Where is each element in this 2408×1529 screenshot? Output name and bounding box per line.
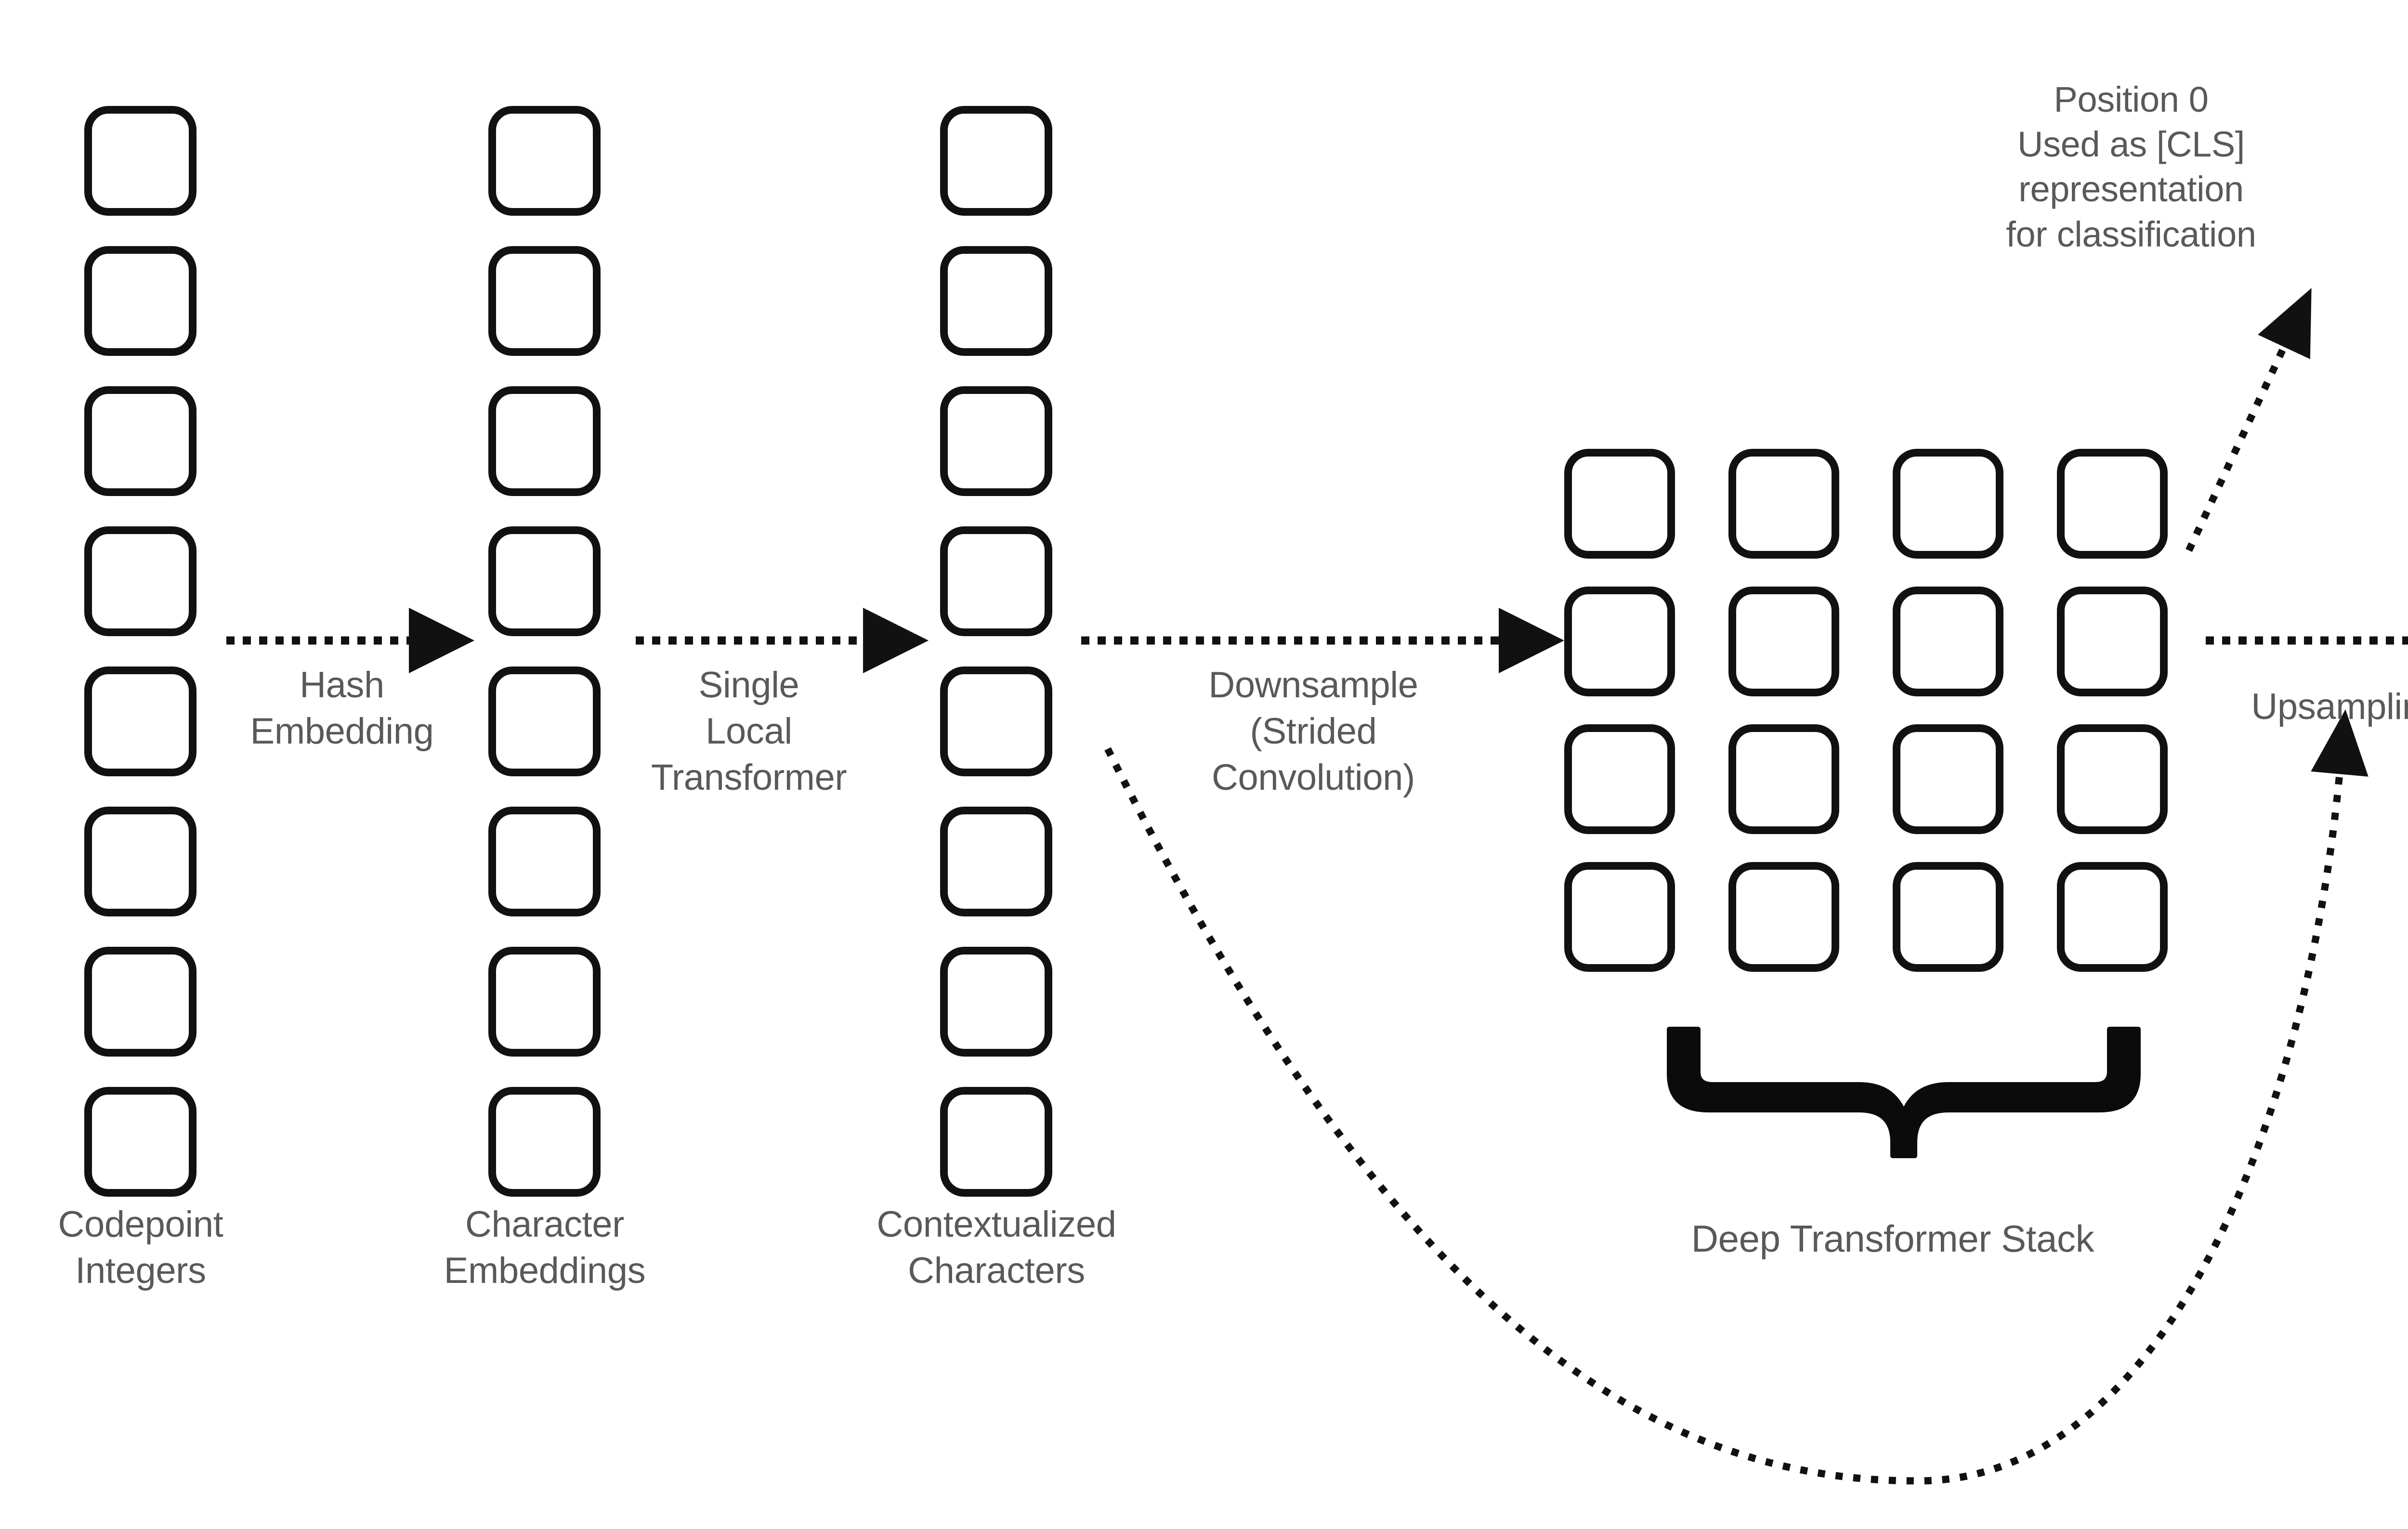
token-cell-codepoint-integers [84,106,196,216]
arrow-label-downsample-strided-convolution: Downsample (Strided Convolution) [1208,665,1418,798]
token-cell-character-embeddings [488,246,601,356]
token-cell-character-embeddings [488,526,601,636]
transformer-cell [1728,449,1839,559]
token-cell-contextualized-characters [940,1087,1052,1197]
token-cell-contextualized-characters [940,386,1052,496]
token-cell-character-embeddings [488,106,601,216]
column-label-contextualized-characters: Contextualized Characters [877,1204,1116,1291]
token-cell-character-embeddings [488,1087,601,1197]
connector-arrows-group [1104,288,2369,1485]
token-cell-codepoint-integers [84,1087,196,1197]
transformer-cell [1893,862,2003,972]
token-cell-contextualized-characters [940,246,1052,356]
transformer-cell [1564,862,1675,972]
token-cell-contextualized-characters [940,947,1052,1057]
transformer-cell [1564,724,1675,834]
transformer-cell [1893,449,2003,559]
curly-brace-icon [1667,1027,2141,1158]
transformer-cell [2057,449,2168,559]
transformer-cell [2057,862,2168,972]
transformer-cell [1564,587,1675,696]
token-cell-character-embeddings [488,947,601,1057]
token-cell-character-embeddings [488,666,601,776]
token-cell-codepoint-integers [84,807,196,916]
column-label-codepoint-integers: Codepoint Integers [58,1204,223,1291]
transformer-cell [1893,587,2003,696]
token-cell-codepoint-integers [84,526,196,636]
column-label-character-embeddings: Character Embeddings [444,1204,646,1291]
token-cell-contextualized-characters [940,106,1052,216]
transformer-cell [2057,724,2168,834]
token-cell-codepoint-integers [84,666,196,776]
token-cell-codepoint-integers [84,386,196,496]
arrow-label-single-local-transformer: Single Local Transformer [651,665,847,798]
token-cell-contextualized-characters [940,526,1052,636]
arrow-label-upsampling: Upsampling [2251,686,2408,727]
token-cell-character-embeddings [488,807,601,916]
token-cell-contextualized-characters [940,666,1052,776]
transformer-cell [1564,449,1675,559]
transformer-cell [1893,724,2003,834]
deep-transformer-stack-label: Deep Transformer Stack [1691,1217,2094,1260]
token-cell-codepoint-integers [84,947,196,1057]
transformer-grid-group [1564,449,2168,972]
transformer-cell [2057,587,2168,696]
transformer-cell [1728,862,1839,972]
transformer-cell [1728,587,1839,696]
arrow-label-hash-embedding: Hash Embedding [250,665,434,752]
token-cell-character-embeddings [488,386,601,496]
cls-position-annotation: Position 0 Used as [CLS] representation … [2006,79,2256,254]
connector-residual-skip-curve [1104,709,2369,1485]
token-cell-codepoint-integers [84,246,196,356]
connector-cls-pointer-arrow [2186,288,2312,552]
token-cell-contextualized-characters [940,807,1052,916]
transformer-cell [1728,724,1839,834]
box-columns-group [84,106,1052,1197]
